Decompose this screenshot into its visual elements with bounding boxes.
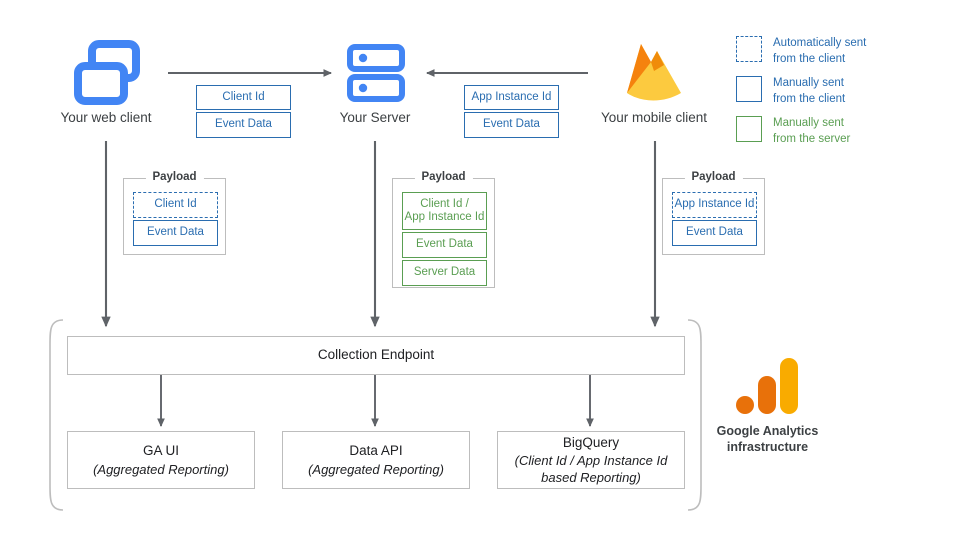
flow-chip-event-data: Event Data xyxy=(196,112,291,138)
legend: Automatically sent from the client Manua… xyxy=(736,36,951,148)
collection-endpoint-label: Collection Endpoint xyxy=(317,347,435,363)
bracket-right xyxy=(687,319,702,511)
payload-title: Payload xyxy=(414,171,473,183)
output-box-ga-ui: GA UI (Aggregated Reporting) xyxy=(67,431,255,489)
web-client-label: Your web client xyxy=(60,110,152,125)
google-analytics-logo xyxy=(736,358,798,414)
output-title: BigQuery xyxy=(562,434,620,450)
google-analytics-caption: Google Analytics infrastructure xyxy=(690,423,845,456)
legend-label-auto-client: Automatically sent from the client xyxy=(773,36,866,67)
output-subtitle: (Aggregated Reporting) xyxy=(93,461,229,477)
legend-label-manual-client: Manually sent from the client xyxy=(773,76,845,107)
payload-chip-client-id: Client Id xyxy=(133,192,218,218)
legend-line-2: from the client xyxy=(773,52,846,65)
payload-chip-event-data: Event Data xyxy=(672,220,757,246)
payload-chip-event-data: Event Data xyxy=(133,220,218,246)
payload-web-client: Payload Client Id Event Data xyxy=(123,171,226,255)
legend-label-manual-server: Manually sent from the server xyxy=(773,116,850,147)
legend-swatch-manual-server xyxy=(736,116,762,142)
legend-swatch-manual-client xyxy=(736,76,762,102)
web-client-icon xyxy=(74,40,140,105)
legend-line-1: Manually sent xyxy=(773,77,844,89)
brand-line-1: Google Analytics xyxy=(716,424,819,438)
output-title: Data API xyxy=(349,443,403,459)
legend-line-1: Manually sent xyxy=(773,117,844,129)
output-subtitle-line-1: (Client Id / App Instance Id xyxy=(514,452,668,468)
firebase-flame-icon xyxy=(627,44,681,101)
legend-line-2: from the server xyxy=(773,132,851,145)
output-box-bigquery: BigQuery (Client Id / App Instance Id ba… xyxy=(497,431,685,489)
payload-chip-server-data: Server Data xyxy=(402,260,487,286)
chip-line-1: Client Id / xyxy=(420,197,469,210)
payload-title: Payload xyxy=(684,171,743,183)
bracket-left xyxy=(49,319,64,511)
payload-mobile-client: Payload App Instance Id Event Data xyxy=(662,171,765,255)
legend-swatch-auto-client xyxy=(736,36,762,62)
flow-chip-client-id: Client Id xyxy=(196,85,291,110)
output-box-data-api: Data API (Aggregated Reporting) xyxy=(282,431,470,489)
payload-chip-event-data: Event Data xyxy=(402,232,487,258)
flow-chip-app-instance-id: App Instance Id xyxy=(464,85,559,110)
flow-chip-event-data-mobile: Event Data xyxy=(464,112,559,138)
mobile-client-label: Your mobile client xyxy=(600,110,708,125)
legend-line-1: Automatically sent xyxy=(773,37,867,49)
legend-line-2: from the client xyxy=(773,92,846,105)
payload-chip-client-or-app-instance-id: Client Id / App Instance Id xyxy=(402,192,487,230)
output-subtitle-line-2: based Reporting) xyxy=(541,470,641,486)
chip-line-2: App Instance Id xyxy=(404,211,485,223)
payload-chip-app-instance-id: App Instance Id xyxy=(672,192,757,218)
payload-server: Payload Client Id / App Instance Id Even… xyxy=(392,171,495,288)
server-icon xyxy=(347,44,405,102)
payload-title: Payload xyxy=(145,171,204,183)
server-label: Your Server xyxy=(339,110,411,125)
collection-endpoint-box: Collection Endpoint xyxy=(67,336,685,375)
output-subtitle: (Aggregated Reporting) xyxy=(308,461,444,477)
output-title: GA UI xyxy=(142,443,179,459)
brand-line-2: infrastructure xyxy=(726,440,809,455)
